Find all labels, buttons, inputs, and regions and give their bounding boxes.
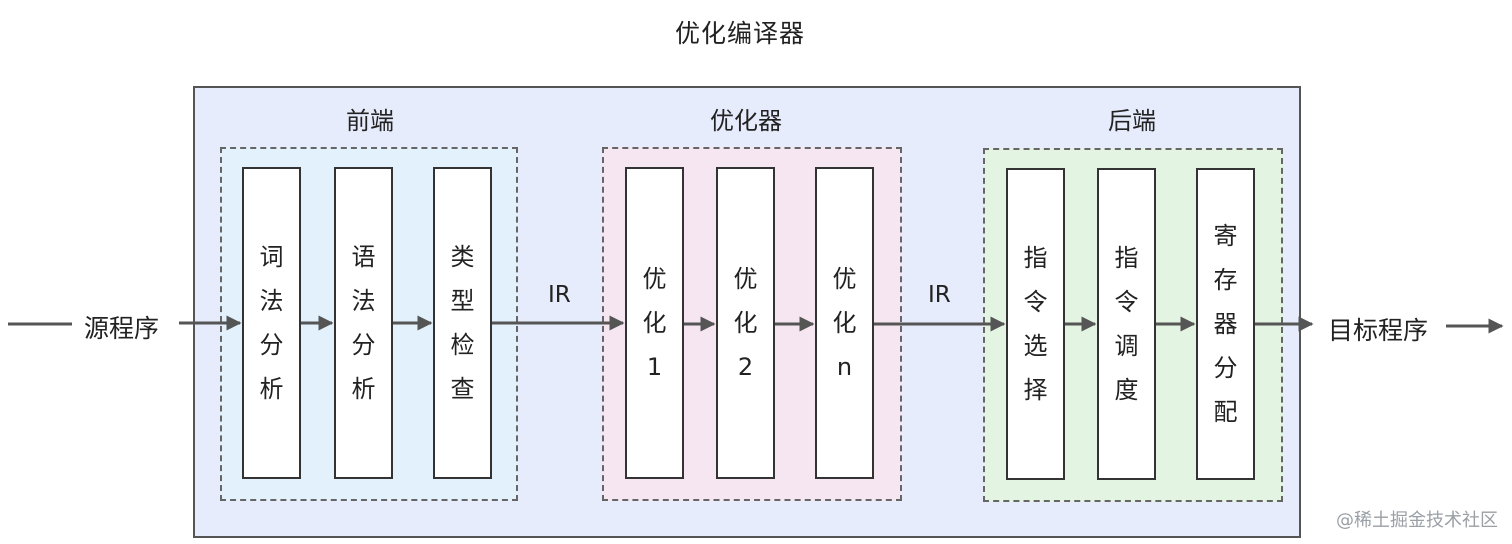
stage-char: 析 xyxy=(351,375,376,403)
stage-char: 2 xyxy=(737,353,754,381)
stage-char: 分 xyxy=(351,331,376,359)
stage-register-allocation: 寄 存 器 分 配 xyxy=(1196,168,1255,480)
stage-char: 优 xyxy=(733,265,758,293)
frontend-label: 前端 xyxy=(346,107,394,135)
stage-char: 法 xyxy=(351,287,376,315)
stage-char: 器 xyxy=(1213,310,1238,338)
stage-char: 析 xyxy=(259,375,284,403)
stage-optimize-2: 优 化 2 xyxy=(716,167,775,479)
optimizer-label: 优化器 xyxy=(710,107,782,135)
stage-char: 优 xyxy=(642,265,667,293)
stage-lexical-analysis: 词 法 分 析 xyxy=(242,167,301,479)
stage-char: n xyxy=(836,353,853,381)
stage-char: 指 xyxy=(1023,244,1048,272)
stage-char: 词 xyxy=(259,243,284,271)
source-program-label: 源程序 xyxy=(84,314,160,343)
stage-char: 类 xyxy=(450,243,475,271)
stage-char: 分 xyxy=(259,331,284,359)
stage-char: 配 xyxy=(1213,398,1238,426)
stage-char: 检 xyxy=(450,331,475,359)
stage-char: 令 xyxy=(1023,288,1048,316)
stage-char: 选 xyxy=(1023,332,1048,360)
stage-char: 调 xyxy=(1114,332,1139,360)
stage-char: 化 xyxy=(832,309,857,337)
target-program-label: 目标程序 xyxy=(1328,316,1429,345)
ir-label: IR xyxy=(928,282,951,308)
stage-optimize-n: 优 化 n xyxy=(815,167,874,479)
stage-char: 化 xyxy=(642,309,667,337)
stage-char: 寄 xyxy=(1213,222,1238,250)
diagram-title: 优化编译器 xyxy=(674,19,805,48)
stage-char: 指 xyxy=(1114,244,1139,272)
watermark: @稀土掘金技术社区 xyxy=(1336,510,1498,531)
stage-char: 查 xyxy=(450,375,475,403)
stage-char: 化 xyxy=(733,309,758,337)
ir-label: IR xyxy=(548,282,571,308)
stage-char: 度 xyxy=(1114,376,1139,404)
stage-optimize-1: 优 化 1 xyxy=(625,167,684,479)
stage-instruction-scheduling: 指 令 调 度 xyxy=(1097,168,1156,480)
backend-label: 后端 xyxy=(1108,107,1156,135)
stage-syntax-analysis: 语 法 分 析 xyxy=(334,167,393,479)
stage-char: 优 xyxy=(832,265,857,293)
stage-char: 1 xyxy=(646,353,663,381)
stage-char: 语 xyxy=(351,243,376,271)
stage-type-checking: 类 型 检 查 xyxy=(433,167,492,479)
stage-char: 令 xyxy=(1114,288,1139,316)
stage-char: 分 xyxy=(1213,354,1238,382)
stage-char: 存 xyxy=(1213,266,1238,294)
stage-char: 法 xyxy=(259,287,284,315)
stage-instruction-selection: 指 令 选 择 xyxy=(1006,168,1065,480)
stage-char: 择 xyxy=(1023,376,1048,404)
stage-char: 型 xyxy=(450,287,475,315)
